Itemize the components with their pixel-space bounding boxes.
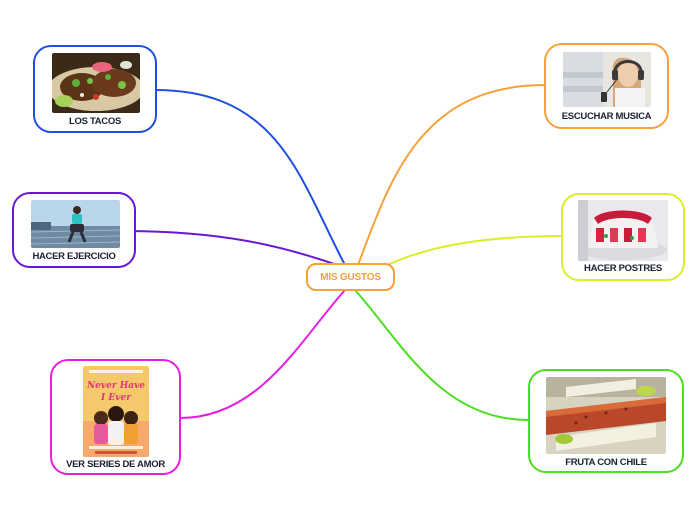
central-topic[interactable]: MIS GUSTOS bbox=[306, 263, 395, 291]
node-series-label: VER SERIES DE AMOR bbox=[66, 459, 165, 470]
link-music bbox=[357, 84, 546, 266]
svg-text:Never Have: Never Have bbox=[86, 381, 145, 391]
node-music[interactable]: ESCUCHAR MUSICA bbox=[544, 43, 669, 129]
node-desserts[interactable]: HACER POSTRES bbox=[561, 193, 685, 281]
series-poster: Never Have I Ever bbox=[83, 366, 149, 457]
tacos-photo bbox=[52, 53, 140, 113]
node-exercise[interactable]: HACER EJERCICIO bbox=[12, 192, 136, 268]
link-series bbox=[179, 289, 346, 419]
node-fruit[interactable]: FRUTA CON CHILE bbox=[528, 369, 684, 473]
node-exercise-label: HACER EJERCICIO bbox=[32, 251, 116, 262]
node-desserts-label: HACER POSTRES bbox=[584, 263, 662, 274]
node-tacos[interactable]: LOS TACOS bbox=[33, 45, 157, 133]
node-music-label: ESCUCHAR MUSICA bbox=[561, 111, 652, 122]
central-topic-label: MIS GUSTOS bbox=[320, 271, 381, 283]
node-fruit-label: FRUTA CON CHILE bbox=[565, 457, 647, 468]
link-fruit bbox=[354, 289, 529, 421]
node-series[interactable]: Never Have I Ever VER SERIES DE AMOR bbox=[50, 359, 181, 475]
link-desserts bbox=[384, 235, 564, 267]
exercise-photo bbox=[31, 200, 120, 248]
svg-text:I Ever: I Ever bbox=[100, 393, 132, 403]
link-exercise bbox=[120, 230, 341, 267]
node-tacos-label: LOS TACOS bbox=[68, 116, 121, 127]
link-tacos bbox=[154, 89, 346, 266]
music-photo bbox=[563, 52, 651, 107]
desserts-photo bbox=[578, 200, 668, 261]
fruit-chili-photo bbox=[546, 377, 666, 454]
